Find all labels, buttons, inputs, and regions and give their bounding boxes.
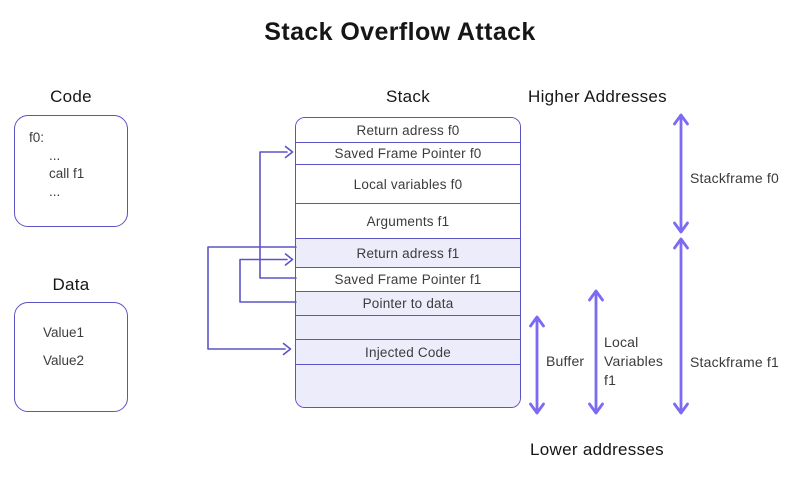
stack-row: Injected Code — [296, 339, 520, 364]
code-heading: Code — [50, 87, 92, 106]
code-line: call f1 — [49, 166, 85, 181]
stack-row: Local variables f0 — [296, 164, 520, 203]
data-value: Value1 — [43, 325, 85, 340]
stack-row-label: Saved Frame Pointer f0 — [334, 146, 482, 161]
stack-row: Return adress f0 — [296, 118, 520, 142]
code-box: f0: ... call f1 ... — [14, 115, 128, 227]
range-arrow-buffer — [529, 315, 545, 415]
page-title: Stack Overflow Attack — [264, 18, 536, 46]
local-variables-f1-line: Local — [604, 334, 639, 350]
stack-row: Arguments f1 — [296, 203, 520, 238]
local-variables-f1-line: f1 — [604, 372, 617, 388]
buffer-label: Buffer — [546, 353, 585, 369]
lower-addresses-label: Lower addresses — [530, 440, 664, 459]
stack-table: Return adress f0 Saved Frame Pointer f0 Lo… — [295, 117, 521, 408]
data-box: Value1 Value2 — [14, 302, 128, 412]
stackframe-f1-label: Stackframe f1 — [690, 354, 779, 370]
stack-row-label: Injected Code — [365, 344, 451, 360]
pointer-arrow-return1-to-injected-code — [207, 246, 297, 356]
code-line: f0: — [29, 130, 45, 145]
data-heading: Data — [52, 275, 90, 294]
stack-row: Saved Frame Pointer f1 — [296, 267, 520, 291]
stack-heading: Stack — [385, 87, 431, 106]
code-line: ... — [49, 148, 61, 163]
stackframe-f0-label: Stackframe f0 — [690, 170, 779, 186]
pointer-arrow-sfp1-to-sfp0 — [259, 145, 297, 279]
stack-row-label: Return adress f0 — [356, 122, 460, 138]
stack-row: Pointer to data — [296, 291, 520, 315]
data-value: Value2 — [43, 353, 85, 368]
range-arrow-local-variables-f1 — [588, 289, 604, 415]
stack-row: Saved Frame Pointer f0 — [296, 142, 520, 164]
stack-row-label: Return adress f1 — [356, 245, 460, 261]
stack-row-label: Local variables f0 — [353, 176, 463, 192]
range-arrow-stackframe-f0 — [673, 113, 689, 234]
stack-row-label: Arguments f1 — [366, 213, 450, 229]
stack-row: Return adress f1 — [296, 238, 520, 267]
stack-row-label: Pointer to data — [362, 296, 454, 311]
stack-row — [296, 364, 520, 407]
higher-addresses-label: Higher Addresses — [528, 87, 667, 106]
local-variables-f1-line: Variables — [604, 353, 664, 369]
code-line: ... — [49, 184, 61, 199]
range-arrow-stackframe-f1 — [673, 237, 689, 415]
stack-row — [296, 315, 520, 339]
local-variables-f1-label: Local Variables f1 — [604, 333, 663, 390]
stack-row-label: Saved Frame Pointer f1 — [334, 272, 482, 287]
pointer-arrow-datapointer-to-return1 — [239, 253, 297, 303]
